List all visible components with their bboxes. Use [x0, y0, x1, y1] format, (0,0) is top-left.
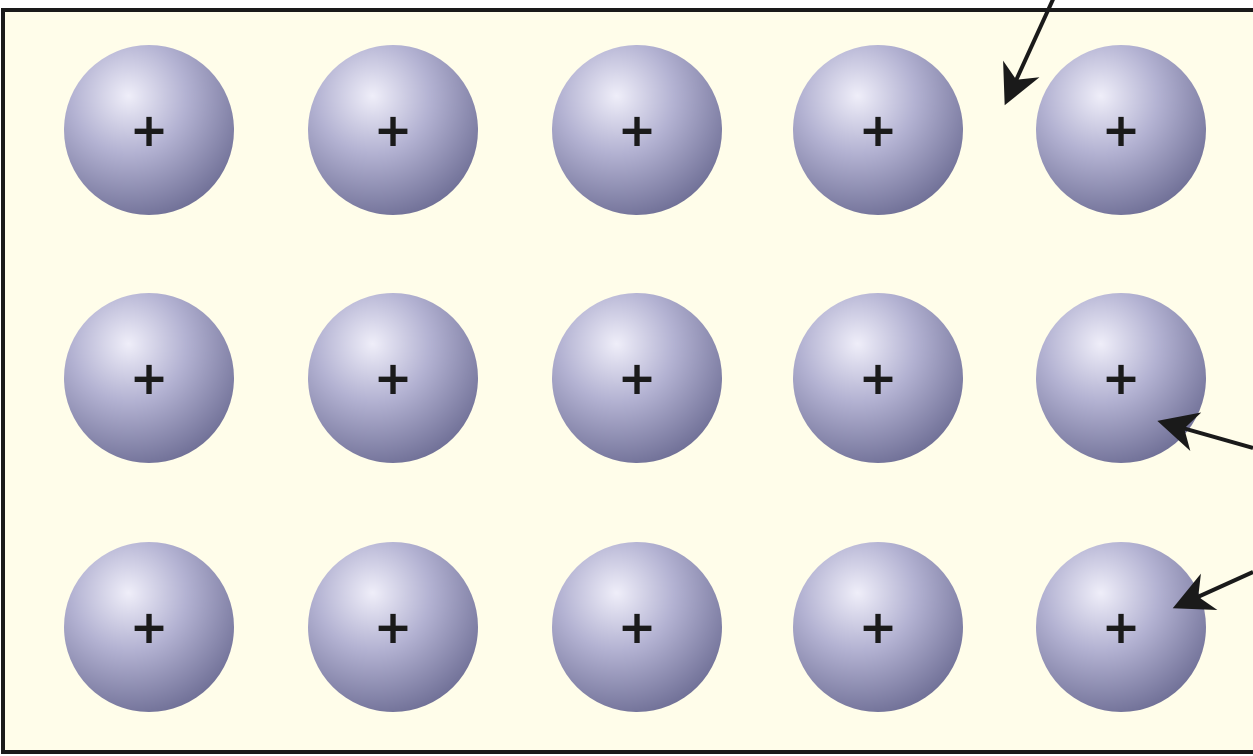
positive-ion: +: [64, 293, 234, 463]
positive-ion: +: [308, 542, 478, 712]
ion-charge-sign: +: [130, 600, 169, 654]
ion-charge-sign: +: [374, 351, 413, 405]
ion-charge-sign: +: [374, 600, 413, 654]
positive-ion: +: [1036, 45, 1206, 215]
ion-charge-sign: +: [1102, 600, 1141, 654]
ion-charge-sign: +: [130, 351, 169, 405]
positive-ion: +: [308, 45, 478, 215]
positive-ion: +: [64, 45, 234, 215]
positive-ion: +: [552, 293, 722, 463]
positive-ion: +: [793, 45, 963, 215]
positive-ion: +: [552, 45, 722, 215]
ion-charge-sign: +: [618, 600, 657, 654]
positive-ion: +: [552, 542, 722, 712]
positive-ion: +: [1036, 293, 1206, 463]
positive-ion: +: [1036, 542, 1206, 712]
ion-charge-sign: +: [618, 351, 657, 405]
ion-charge-sign: +: [1102, 103, 1141, 157]
ion-charge-sign: +: [1102, 351, 1141, 405]
positive-ion: +: [793, 542, 963, 712]
ion-charge-sign: +: [859, 103, 898, 157]
ion-charge-sign: +: [859, 600, 898, 654]
positive-ion: +: [308, 293, 478, 463]
ion-charge-sign: +: [130, 103, 169, 157]
positive-ion: +: [64, 542, 234, 712]
ion-charge-sign: +: [374, 103, 413, 157]
positive-ion: +: [793, 293, 963, 463]
ion-charge-sign: +: [618, 103, 657, 157]
ion-charge-sign: +: [859, 351, 898, 405]
